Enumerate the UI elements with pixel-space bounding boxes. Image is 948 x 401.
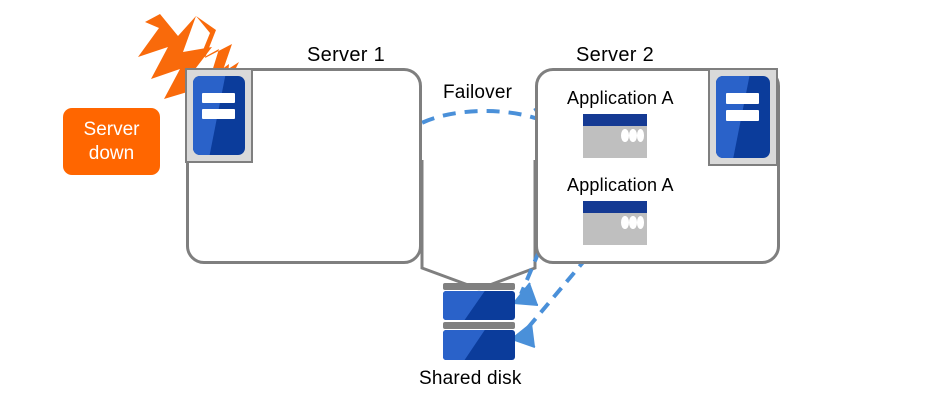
shared-disk-icon xyxy=(443,283,515,362)
disk-platter-2 xyxy=(443,330,515,360)
server1-title: Server 1 xyxy=(307,44,385,66)
server2-machine-icon xyxy=(708,68,778,166)
server2-app-1-window-icon xyxy=(583,114,647,158)
status-badge-line2: down xyxy=(88,142,135,164)
status-badge-line1: Server xyxy=(83,119,140,141)
disk-separator-2 xyxy=(443,322,515,329)
app-2-dot-3 xyxy=(636,215,645,230)
disk-platter-1 xyxy=(443,291,515,320)
server1-slot-bar-1 xyxy=(202,92,235,103)
server1-machine-icon xyxy=(185,68,253,163)
server2-app-1-label: Application A xyxy=(567,88,674,108)
app-2-dot-2 xyxy=(629,215,637,230)
server2-app-2-window-icon xyxy=(583,201,647,245)
failover-label: Failover xyxy=(443,82,513,103)
server2-title: Server 2 xyxy=(576,44,654,66)
app2-to-disk-arrowhead-icon xyxy=(509,322,536,348)
server2-slot-bar-2 xyxy=(725,110,760,122)
shared-disk-label: Shared disk xyxy=(419,368,522,389)
server1-slot-bar-2 xyxy=(202,109,235,120)
server2-chassis xyxy=(716,76,770,158)
failover-arrow xyxy=(402,109,547,137)
disk-separator-1 xyxy=(443,283,515,290)
app-2-titlebar xyxy=(583,201,647,214)
app-1-dot-1 xyxy=(621,128,630,143)
server2-to-disk-line xyxy=(478,160,537,291)
server1-to-disk-line xyxy=(420,160,480,291)
app-2-dot-1 xyxy=(621,215,630,230)
server2-app-2-label: Application A xyxy=(567,175,674,195)
app-1-dot-2 xyxy=(629,128,637,143)
app-1-dot-3 xyxy=(636,128,645,143)
app-1-titlebar xyxy=(583,114,647,127)
server1-chassis xyxy=(193,76,245,155)
app1-to-disk-arrowhead-icon xyxy=(512,282,539,306)
server2-slot-bar-1 xyxy=(725,93,760,104)
status-badge-server-down: Server down xyxy=(63,108,160,175)
